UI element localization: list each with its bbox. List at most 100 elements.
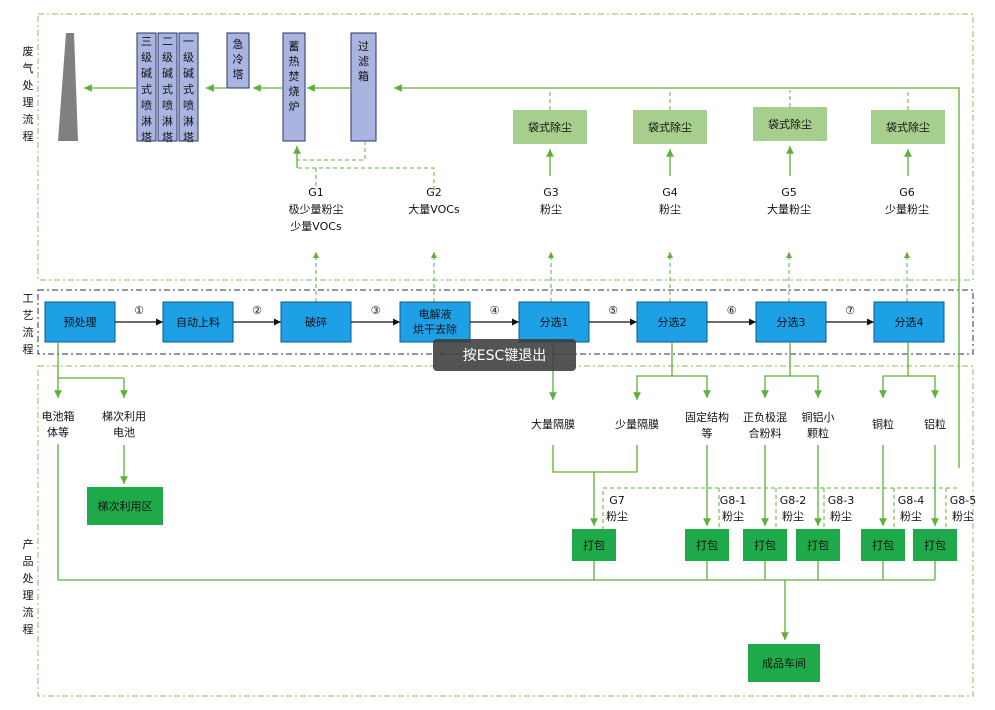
tower-label-char: 塔: [183, 131, 194, 144]
dust-id: G8-1: [720, 494, 747, 507]
dust-G8-3: G8-3粉尘: [823, 488, 854, 530]
svg-text:处: 处: [23, 572, 34, 585]
emission-id: G3: [543, 186, 559, 199]
tower-box: [226, 32, 250, 89]
cascade-label: 梯次利用: [102, 409, 146, 423]
large-separator-label: 大量隔膜: [531, 417, 575, 431]
tower-label-char: 级: [162, 51, 173, 64]
fixed-struct-label: 固定结构: [685, 410, 729, 424]
emission-desc: 少量粉尘: [885, 203, 929, 216]
bag-filter-label: 袋式除尘: [528, 120, 572, 134]
process-step-label: 分选1: [540, 316, 569, 329]
tower-label-char: 碱: [183, 67, 194, 80]
pack-label: 打包: [754, 538, 776, 552]
process-step-label: 分选4: [895, 316, 924, 329]
tower-label-char: 级: [183, 51, 194, 64]
dust-G8-4: G8-4粉尘: [893, 488, 925, 530]
pack-6: 打包: [913, 529, 957, 580]
pack-5: 打包: [861, 529, 905, 580]
tower-label-char: 滤: [358, 55, 369, 68]
tower-label-char: 热: [289, 55, 300, 68]
pack-box: [743, 529, 787, 561]
tower-label-char: 喷: [141, 99, 152, 112]
tower-label-char: 冷: [233, 53, 244, 66]
svg-text:流: 流: [23, 112, 34, 126]
pack-4: 打包: [796, 529, 840, 580]
pack-1: 打包: [572, 529, 616, 580]
pack-label: 打包: [583, 538, 605, 552]
process-step-box: [162, 301, 234, 343]
process-step-1: 预处理: [44, 301, 163, 343]
pack-box: [796, 529, 840, 561]
dust-desc: 粉尘: [830, 510, 852, 523]
tower-label-char: 塔: [162, 131, 173, 144]
svg-text:流: 流: [23, 325, 34, 339]
process-step-2: 自动上料: [162, 301, 281, 343]
process-step-label: 破碎: [305, 315, 327, 329]
svg-text:废: 废: [23, 44, 34, 58]
tower-label-char: 喷: [183, 99, 194, 112]
tower-box: [350, 32, 377, 142]
process-step-3: 破碎: [280, 301, 400, 343]
dust-desc: 粉尘: [782, 510, 804, 523]
emission-desc: 粉尘: [659, 203, 681, 216]
process-step-box: [399, 301, 471, 343]
sort4-right: [908, 375, 939, 398]
pack-box: [913, 529, 957, 561]
emission-desc2: 少量VOCs: [290, 220, 342, 233]
bag-filter-4: 袋式除尘: [871, 90, 945, 176]
emission-id: G5: [781, 186, 797, 199]
tower-label-char: 炉: [289, 100, 300, 113]
tower-label-char: 碱: [141, 67, 152, 80]
sort4-left: [879, 342, 909, 398]
aluminum-label: 铝粒: [924, 417, 946, 431]
bag-filter-box: [753, 107, 827, 141]
emission-desc: 大量粉尘: [767, 202, 811, 216]
bag-filter-3: 袋式除尘: [753, 90, 827, 176]
finished-box: [748, 644, 820, 682]
step-number: ④: [490, 304, 500, 317]
pack-label: 打包: [807, 538, 829, 552]
exhaust-frame: [37, 13, 974, 281]
dust-id: G7: [609, 494, 625, 507]
emission-id: G2: [426, 186, 442, 199]
process-step-label: 预处理: [64, 316, 97, 329]
bag-filter-label: 袋式除尘: [648, 120, 692, 134]
sort2-left: [633, 342, 673, 400]
esc-overlay[interactable]: 按ESC键退出: [433, 339, 576, 371]
fixed-struct-label2: 等: [702, 426, 713, 440]
electrode-label: 正负极混: [743, 410, 787, 424]
process-step-label2: 烘干去除: [413, 322, 457, 336]
cual-label2: 颗粒: [807, 426, 829, 440]
sort3-left: [761, 342, 791, 398]
tower-label-char: 二: [162, 35, 173, 48]
svg-text:程: 程: [23, 623, 34, 636]
pack-label: 打包: [872, 538, 894, 552]
tower-label-char: 过: [358, 40, 369, 53]
battery-box-label: 电池箱: [42, 409, 75, 423]
emission-G5: G5 大量粉尘: [767, 186, 811, 302]
svg-text:流: 流: [23, 605, 34, 619]
svg-text:理: 理: [23, 589, 34, 602]
svg-text:程: 程: [23, 130, 34, 143]
small-sep-join: [594, 445, 638, 473]
process-step-6: 分选2: [636, 301, 756, 343]
svg-text:艺: 艺: [23, 309, 34, 322]
battery-to-finish: [57, 444, 594, 581]
chimney: [58, 33, 78, 141]
step-number: ③: [371, 304, 381, 317]
step-number: ②: [252, 304, 262, 317]
tower-label-char: 碱: [162, 67, 173, 80]
pack-box: [861, 529, 905, 561]
dust-desc: 粉尘: [606, 510, 628, 523]
svg-text:程: 程: [23, 343, 34, 356]
dust-id: G8-4: [898, 494, 925, 507]
